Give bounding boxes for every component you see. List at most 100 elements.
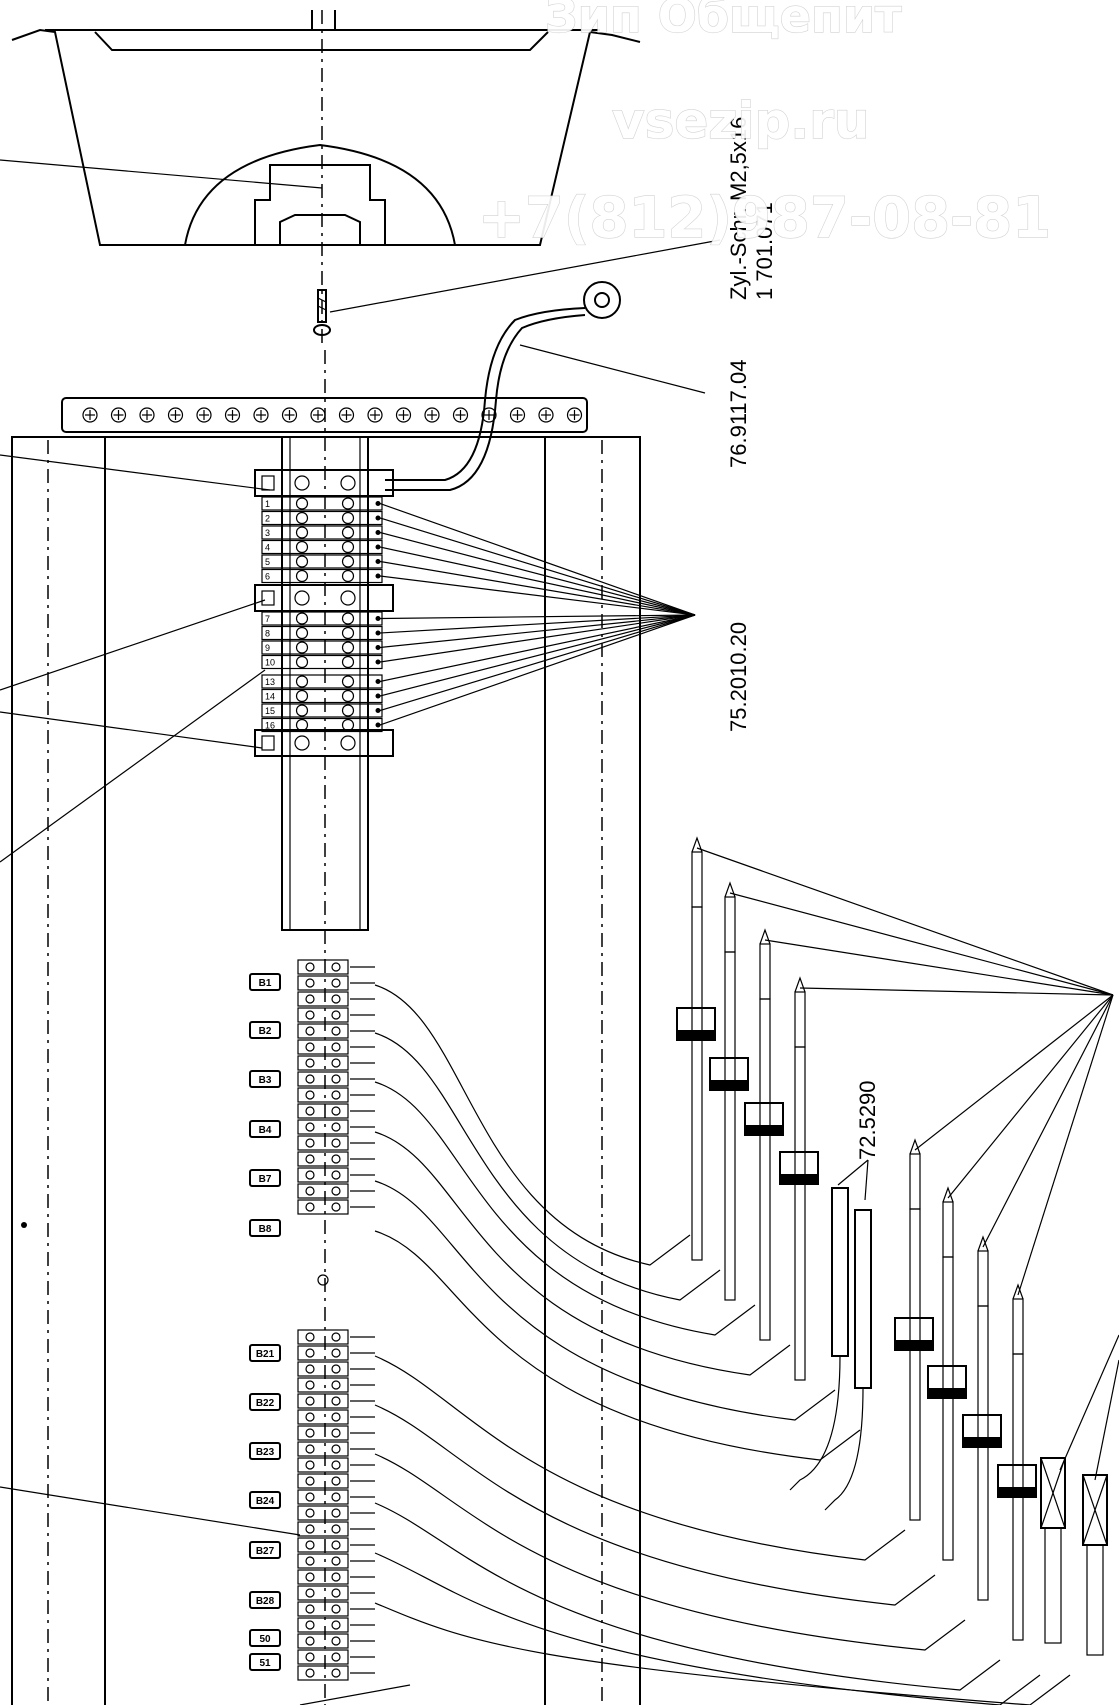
sensor-label: B21: [256, 1349, 275, 1360]
sensor-terminal: [297, 975, 349, 991]
sensor-terminal: [297, 1473, 349, 1489]
probe-tip: [909, 1138, 921, 1155]
terminal-number: 14: [265, 692, 275, 702]
flat-sensor: [854, 1209, 872, 1389]
sensor-label-box: [249, 973, 281, 991]
bridge-wire: [379, 614, 696, 634]
terminal: [261, 611, 383, 626]
rail-screw: [452, 407, 469, 423]
sensor-label-box: [249, 1393, 281, 1411]
rail-screw: [509, 407, 526, 423]
terminal-number: 6: [265, 572, 270, 582]
sensor-terminal: [297, 991, 349, 1007]
probe-tip: [691, 836, 703, 853]
rail-screw: [82, 407, 98, 423]
terminal-number: 15: [265, 706, 275, 716]
part-number-terminal-bridge: 75.2010.20: [726, 622, 751, 732]
probe-tip: [977, 1235, 989, 1252]
sensor-label-box: [249, 1442, 281, 1460]
terminal-number: 5: [265, 557, 270, 567]
sensor-terminal-strips: [297, 959, 1071, 1705]
sensor-terminal: [297, 1409, 349, 1425]
sensor-wire: [374, 1180, 836, 1421]
probe-shaft: [909, 1153, 921, 1210]
sensor-label: B1: [259, 978, 272, 989]
part-number-sensor: 72.5290: [855, 1080, 880, 1160]
probe-coil: [794, 1046, 806, 1381]
bridge-wire: [379, 546, 696, 616]
sensor-label: B8: [259, 1224, 272, 1235]
sensor-terminal: [297, 1329, 349, 1345]
sensor-label-box: [249, 1653, 281, 1671]
probe-coil: [977, 1305, 989, 1601]
sensor-terminal: [297, 1039, 349, 1055]
terminal: [261, 640, 383, 655]
probe-shaft: [794, 991, 806, 1048]
sensor-terminal: [297, 959, 349, 975]
sensor-label-box: [249, 1344, 281, 1362]
rail-screw: [139, 407, 155, 423]
bridge-wire: [379, 614, 696, 726]
probe-shaft: [724, 896, 736, 953]
rail-screw: [424, 407, 440, 423]
probe-tip: [759, 928, 771, 945]
sensor-label: B22: [256, 1398, 275, 1409]
sensor-terminal: [297, 1135, 349, 1151]
sensor-label-box: [249, 1629, 281, 1647]
watermark-line-2: vsezip.ru: [612, 92, 870, 150]
probe-coil: [909, 1208, 921, 1521]
rail-screw: [338, 407, 355, 423]
terminal: [261, 554, 383, 569]
rail-screw: [110, 407, 127, 423]
bridge-wire: [379, 560, 696, 616]
sensor-terminal: [297, 1457, 349, 1473]
bridge-wire: [379, 531, 696, 616]
heater-sleeve: [1086, 1544, 1104, 1656]
sensor-wire: [374, 1355, 906, 1561]
watermark-line-1: Зип Общепит: [545, 0, 902, 43]
probe-shaft: [1012, 1298, 1024, 1355]
sensor-wire: [374, 1081, 756, 1336]
bridge-wires: [379, 502, 696, 726]
bridge-wire: [379, 614, 696, 683]
terminal-number: 3: [265, 528, 270, 538]
strip-end: [317, 1274, 329, 1286]
rail-screw: [367, 407, 383, 423]
terminal: [261, 525, 383, 540]
bridge-wire: [379, 614, 696, 712]
bridge-wire: [379, 614, 696, 649]
sensor-terminal: [297, 1585, 349, 1601]
probe-coil: [691, 906, 703, 1261]
leader-lines: [0, 159, 721, 1705]
sensor-wire: [374, 1032, 721, 1301]
rail-screw: [253, 407, 269, 423]
ground-wire: [385, 281, 621, 491]
bridge-wire: [379, 614, 696, 697]
sensor-terminal: [297, 1521, 349, 1537]
sensor-label: 50: [259, 1634, 271, 1645]
sensor-terminal: [297, 1665, 349, 1681]
sensor-terminal: [297, 1617, 349, 1633]
sensor-terminal: [297, 1537, 349, 1553]
probe-tip: [794, 976, 806, 993]
probe-tip: [1012, 1283, 1024, 1300]
terminal-number: 8: [265, 629, 270, 639]
sensor-label: B2: [259, 1026, 272, 1037]
sensor-label-box: [249, 1070, 281, 1088]
rail-screw: [395, 407, 412, 423]
terminal: [261, 496, 383, 511]
sensor-label-box: [249, 1120, 281, 1138]
rail-screw: [481, 407, 497, 423]
rail: [61, 397, 588, 433]
sensor-terminal: [297, 1633, 349, 1649]
bridge-wire: [379, 517, 696, 616]
terminal: [261, 510, 383, 526]
part-number-ground-wire: 76.9117.04: [726, 360, 751, 468]
sensor-terminal: [297, 1489, 349, 1505]
terminal-number: 4: [265, 543, 270, 553]
sensor-terminal: [297, 1199, 349, 1215]
sensor-terminal: [297, 1361, 349, 1377]
terminal-number: 10: [265, 658, 275, 668]
terminal: [261, 654, 383, 670]
